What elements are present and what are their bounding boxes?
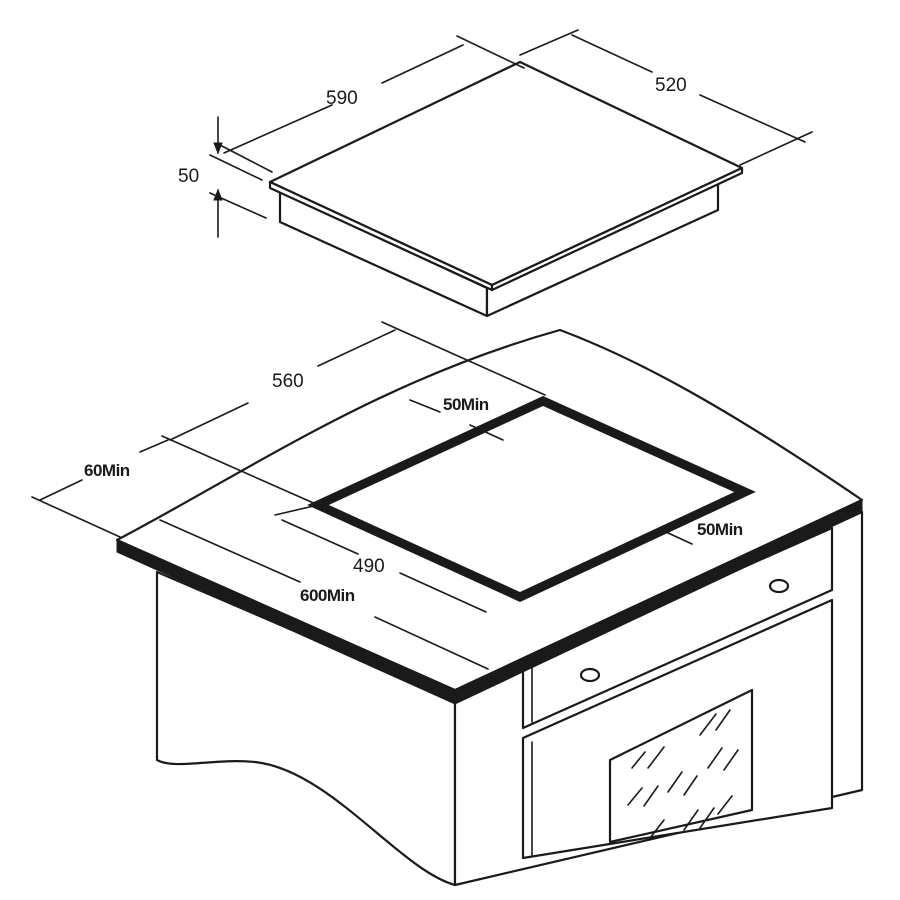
side-clearance-label: 50Min (697, 520, 743, 539)
dim-600min-line-a (159, 519, 301, 583)
hob-unit (268, 60, 744, 318)
dim-520-line-a (571, 34, 653, 73)
worktop-width-label: 600Min (300, 586, 355, 605)
front-clearance-label: 60Min (84, 461, 130, 480)
dim-590-ext-left (219, 144, 273, 173)
hob-dimensions (209, 29, 813, 238)
dim-590-line-b (381, 44, 464, 84)
drawer-knob-right-icon[interactable] (768, 578, 790, 594)
dim-50min-side (665, 531, 693, 545)
dim-590-ext-right (456, 35, 525, 69)
dim-490-line-a (281, 519, 359, 555)
dim-520-ext-top (519, 29, 579, 56)
worktop-cutout (307, 396, 756, 602)
dim-600min-line-b (374, 616, 489, 670)
dim-560-ext-back (381, 321, 546, 396)
dim-50min-back-a (409, 399, 441, 413)
dim-60min-ext (31, 496, 121, 538)
hob-glass-edge-right (490, 166, 744, 292)
dim-50-ext-top (209, 154, 263, 181)
dim-50-arrow-top (213, 142, 223, 155)
dim-590-line-a (223, 104, 333, 154)
dim-560-line-b (317, 329, 396, 367)
worktop-right-edge (454, 499, 863, 705)
cutout-depth-label: 560 (272, 371, 304, 392)
hob-depth-label: 520 (655, 75, 687, 96)
hob-height-label: 50 (178, 166, 199, 187)
dim-520-line-b (699, 94, 806, 143)
worktop (115, 328, 864, 705)
oven-window-glare (627, 709, 739, 839)
back-clearance-label: 50Min (443, 395, 489, 414)
cabinet (155, 510, 864, 887)
dim-560-line-a (169, 402, 249, 441)
dim-50-arrow-bottom (213, 188, 223, 201)
dim-560-ext-front (161, 435, 319, 506)
worktop-surface (115, 328, 864, 692)
worktop-dimensions (31, 321, 693, 670)
dim-490-ext (274, 504, 319, 516)
dim-490-line-b (399, 572, 487, 613)
cutout-width-label: 490 (353, 556, 385, 577)
dim-60min-line-a (39, 479, 83, 501)
hob-width-label: 590 (326, 88, 358, 109)
dim-50min-back-b (469, 424, 504, 441)
dim-60min-line-b (139, 439, 169, 453)
cabinet-left-side (155, 570, 457, 887)
dim-520-ext-bottom (739, 131, 813, 166)
drawer-knob-left-icon[interactable] (579, 667, 601, 683)
